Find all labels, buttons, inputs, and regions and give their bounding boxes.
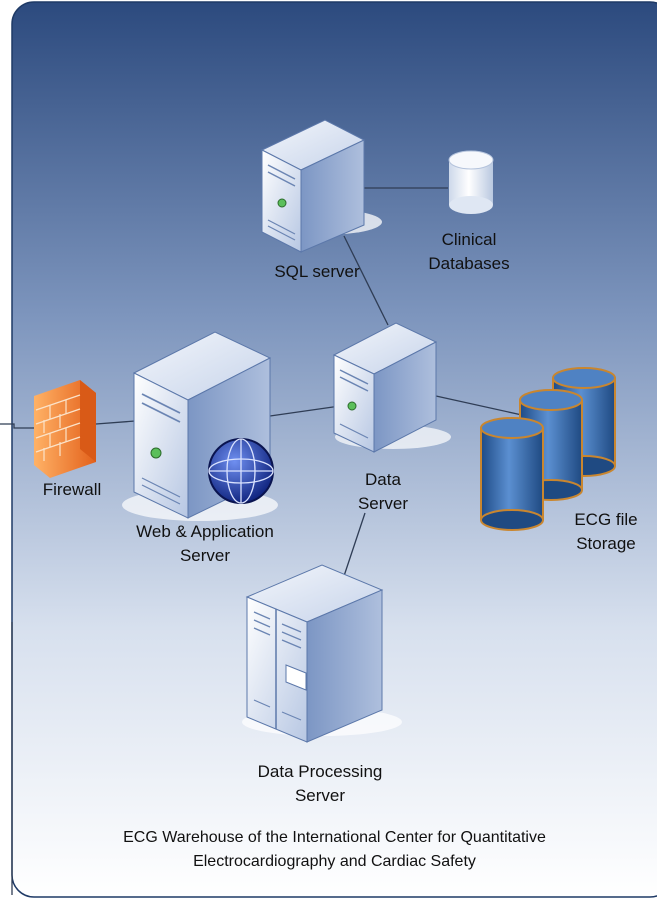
connector-webserver-dataserver [269,405,341,417]
clinical-databases-label: Clinical Databases [404,228,534,276]
connector-firewall-webserver [95,420,136,425]
data-processing-server-label-line1: Data Processing [257,762,383,781]
connector-dataserver-storage [435,395,523,416]
database-cylinder-icon [448,150,494,214]
clinical-databases-label-line2: Databases [428,254,510,273]
firewall-label: Firewall [22,478,122,502]
data-processing-server-icon [242,564,402,743]
globe-icon [208,438,274,504]
clinical-databases-label-line1: Clinical [441,230,497,249]
data-processing-server-label-line2: Server [294,786,346,805]
web-application-server-label-line1: Web & Application [136,522,274,541]
ecg-file-storage-label-line1: ECG file [574,510,638,529]
diagram-caption-line1: ECG Warehouse of the International Cente… [123,829,546,846]
data-processing-server-label: Data Processing Server [230,760,410,808]
data-server-label-line2: Server [357,494,409,513]
web-application-server-label-line2: Server [179,546,231,565]
sql-server-label-text: SQL server [274,262,360,281]
connection-lines [0,187,523,586]
firewall-label-text: Firewall [42,480,102,499]
diagram-caption: ECG Warehouse of the International Cente… [12,826,657,874]
diagram-panel [11,1,657,898]
web-application-server-icon [122,331,278,521]
firewall-icon [34,380,96,478]
data-server-label-line1: Data [365,470,401,489]
web-application-server-label: Web & Application Server [110,520,300,568]
diagram-caption-line2: Electrocardiography and Cardiac Safety [193,853,476,870]
storage-cylinder-front [480,417,544,531]
connector-dataserver-processing [340,512,366,586]
storage-cylinders-icon [480,367,616,531]
sql-server-label: SQL server [252,260,382,284]
data-server-icon [332,322,451,453]
sql-server-icon [260,119,382,253]
connector-dataserver-sqlserver [343,235,389,326]
ecg-file-storage-label: ECG file Storage [556,508,656,556]
data-server-label: Data Server [338,468,428,516]
connector-external-firewall [0,423,40,429]
ecg-file-storage-label-line2: Storage [576,534,636,553]
